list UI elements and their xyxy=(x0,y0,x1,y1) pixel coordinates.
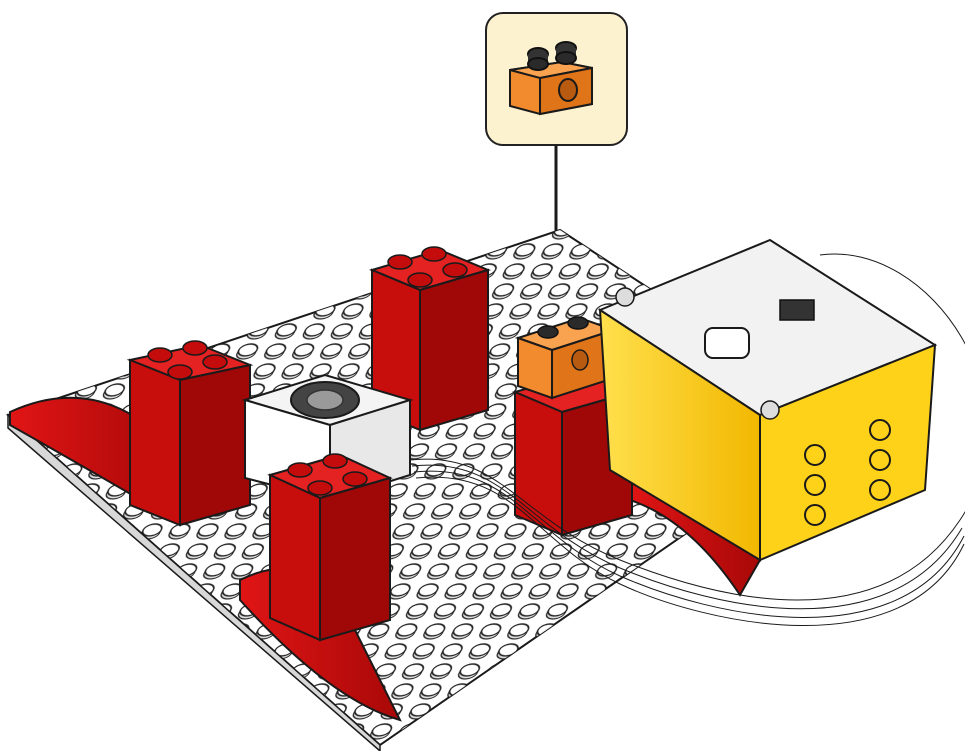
sensor-cable xyxy=(409,253,965,626)
red-brick-2x2-left xyxy=(126,340,254,527)
red-brick-2x2-front xyxy=(267,453,393,642)
red-brick-2x2-back xyxy=(369,246,491,432)
smart-hub-icon xyxy=(597,238,938,562)
orange-technic-brick-placed xyxy=(514,316,618,400)
orange-technic-brick-1x2-icon xyxy=(509,41,593,116)
